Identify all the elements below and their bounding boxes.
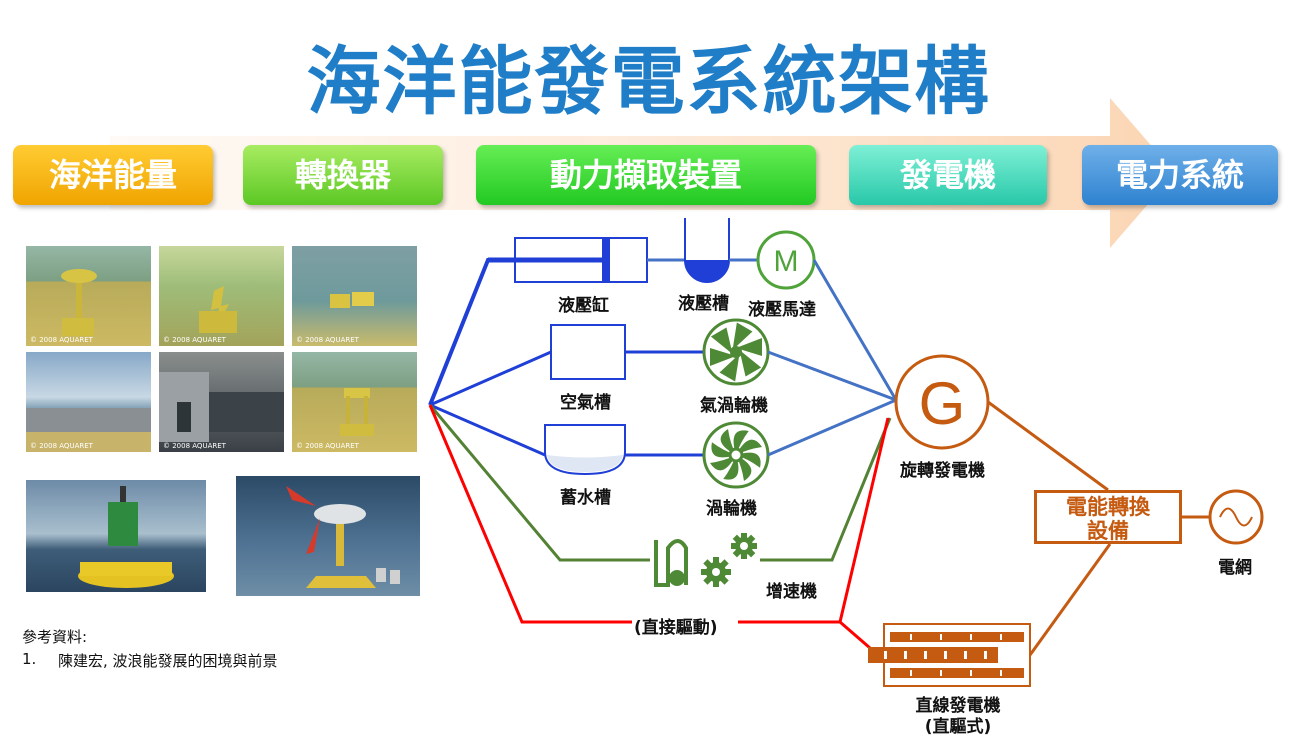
- direct-drive-label: (直接驅動): [634, 618, 718, 638]
- reference-text: 陳建宏, 波浪能發展的困境與前景: [58, 652, 278, 670]
- gear-to-generator: [760, 417, 892, 562]
- water-reservoir-label: 蓄水槽: [560, 488, 611, 508]
- wave-device-photo: © 2008 AQUARET: [292, 246, 417, 346]
- hydraulic-tank-fill: [685, 260, 729, 282]
- wave-device-photo: © 2008 AQUARET: [26, 352, 151, 452]
- stage-ocean-energy: 海洋能量: [13, 145, 213, 205]
- gearbox-label: 增速機: [766, 582, 817, 602]
- grid-label: 電網: [1218, 558, 1252, 578]
- linear-generator-icon: [868, 623, 1031, 687]
- linear-to-converter: [1028, 543, 1112, 656]
- generator-symbol: G: [919, 370, 966, 437]
- direct-drive-path: [738, 620, 871, 650]
- water-path: [429, 403, 546, 457]
- power-converter: 電能轉換 設備: [1034, 490, 1182, 544]
- buoy-photo: [26, 480, 206, 592]
- linear-generator-label: 直線發電機 (直驅式): [915, 696, 1001, 737]
- water-to-generator: [767, 398, 897, 457]
- hydraulic-path: [428, 258, 515, 406]
- stage-converter: 轉換器: [243, 145, 443, 205]
- rotary-generator-label: 旋轉發電機: [900, 461, 985, 481]
- generator-to-converter: [987, 400, 1109, 492]
- stage-generator: 發電機: [849, 145, 1047, 205]
- stage-power-take-off: 動力擷取裝置: [476, 145, 816, 205]
- hydraulic-tank-label: 液壓槽: [678, 294, 729, 314]
- wave-device-photo: © 2008 AQUARET: [159, 246, 284, 346]
- direct-to-generator: [838, 417, 890, 623]
- gearbox-icon: [650, 530, 760, 594]
- water-reservoir-fill: [547, 455, 623, 472]
- reference-number: 1.: [22, 650, 37, 668]
- air-chamber-label: 空氣槽: [560, 393, 611, 413]
- hydraulic-cylinder-label: 液壓缸: [558, 296, 609, 316]
- hydraulic-to-generator: [812, 259, 898, 401]
- hydraulic-motor-label: 液壓馬達: [748, 300, 816, 320]
- wave-device-photo: © 2008 AQUARET: [292, 352, 417, 452]
- page-title: 海洋能發電系統架構: [306, 39, 991, 125]
- grid-icon: [1208, 489, 1264, 545]
- tidal-turbine-photo: [236, 476, 420, 596]
- direct-drive-path: [428, 404, 632, 624]
- motor-symbol: M: [774, 245, 799, 278]
- stage-power-system: 電力系統: [1082, 145, 1278, 205]
- wave-device-photo: © 2008 AQUARET: [26, 246, 151, 346]
- air-to-generator: [767, 350, 897, 402]
- water-turbine-label: 渦輪機: [706, 499, 757, 519]
- water-turbine-icon: [702, 421, 770, 489]
- wave-device-photo: © 2008 AQUARET: [159, 352, 284, 452]
- reference-heading: 參考資料:: [22, 628, 88, 646]
- water-reservoir: [544, 424, 626, 476]
- air-turbine-label: 氣渦輪機: [700, 396, 768, 416]
- air-turbine-icon: [702, 318, 770, 386]
- gear-path: [428, 404, 650, 562]
- air-path: [429, 350, 552, 407]
- air-chamber: [550, 324, 626, 380]
